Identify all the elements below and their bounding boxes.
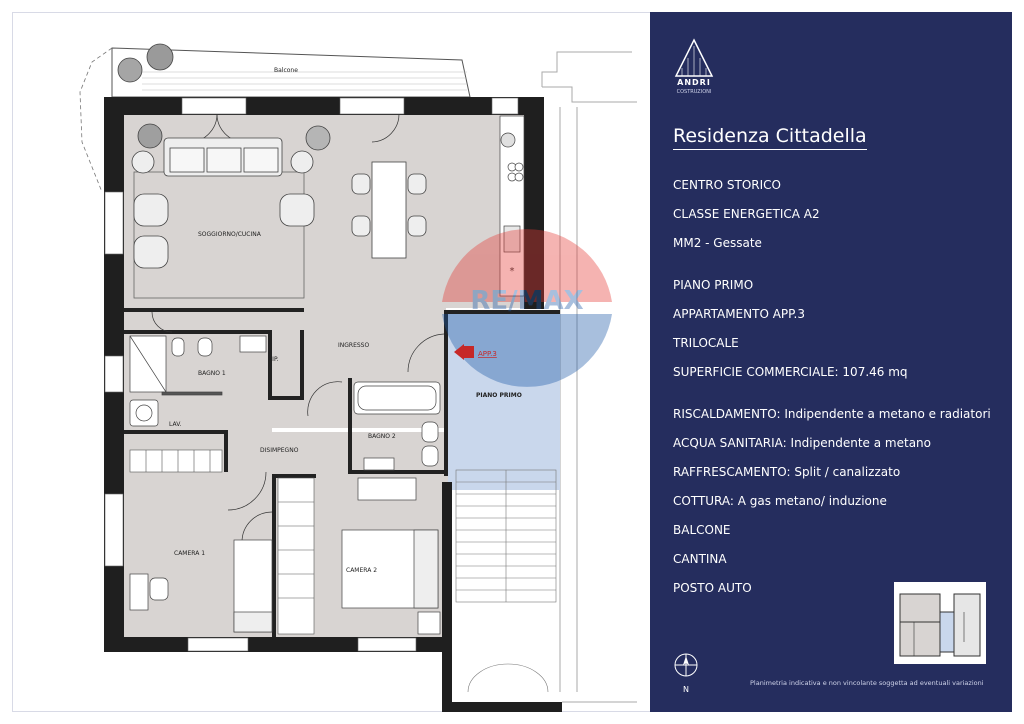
key-plan-thumbnail <box>894 582 986 664</box>
info-metro: MM2 - Gessate <box>673 236 762 250</box>
living-furniture <box>131 123 427 269</box>
svg-text:RE/MAX: RE/MAX <box>470 286 583 316</box>
label-bedroom1: CAMERA 1 <box>174 550 205 557</box>
info-panel: ANDRI COSTRUZIONI Residenza Cittadella C… <box>650 12 1012 712</box>
label-hall: DISIMPEGNO <box>260 447 299 454</box>
info-floor: PIANO PRIMO <box>673 278 754 292</box>
label-entrance: INGRESSO <box>338 342 369 349</box>
north-arrow-icon: N <box>674 653 698 694</box>
kitchen: * <box>499 115 525 297</box>
bedroom-furniture <box>129 477 441 635</box>
info-heating: RISCALDAMENTO: Indipendente a metano e r… <box>673 407 991 421</box>
interior-walls <box>124 308 560 637</box>
page-title: Residenza Cittadella <box>673 125 867 150</box>
info-surface: SUPERFICIE COMMERCIALE: 107.46 mq <box>673 365 908 379</box>
apartment-tag: APP.3 <box>454 344 497 360</box>
label-bath2: BAGNO 2 <box>368 433 396 440</box>
info-hot-water: ACQUA SANITARIA: Indipendente a metano <box>673 436 931 450</box>
info-energy-class: CLASSE ENERGETICA A2 <box>673 207 820 221</box>
info-parking: POSTO AUTO <box>673 581 752 595</box>
info-cooking: COTTURA: A gas metano/ induzione <box>673 494 887 508</box>
label-living: SOGGIORNO/CUCINA <box>198 231 262 238</box>
north-label: N <box>683 685 689 694</box>
disclaimer: Planimetria indicativa e non vincolante … <box>750 679 984 687</box>
label-bedroom2: CAMERA 2 <box>346 567 377 574</box>
balcony-area: Balcone <box>79 43 471 193</box>
info-cellar: CANTINA <box>673 552 727 566</box>
svg-text:APP.3: APP.3 <box>478 350 497 358</box>
svg-text:*: * <box>510 266 515 277</box>
staircase <box>455 469 557 693</box>
info-balcony: BALCONE <box>673 523 731 537</box>
wardrobes <box>129 449 315 635</box>
info-rooms: TRILOCALE <box>673 336 739 350</box>
brand-logo: ANDRI COSTRUZIONI <box>673 38 715 98</box>
floor-plan: Balcone <box>79 43 637 712</box>
label-storage: RIP. <box>268 356 279 363</box>
label-floor: PIANO PRIMO <box>476 392 522 399</box>
brand-name: ANDRI <box>677 78 711 87</box>
brand-subtitle: COSTRUZIONI <box>676 89 712 95</box>
landing-highlight <box>448 310 560 490</box>
label-laundry: LAV. <box>169 421 182 428</box>
info-cooling: RAFFRESCAMENTO: Split / canalizzato <box>673 465 901 479</box>
label-bath1: BAGNO 1 <box>198 370 226 377</box>
info-location: CENTRO STORICO <box>673 178 781 192</box>
bathroom1-fixtures <box>129 335 267 427</box>
triangle-logo-icon <box>674 38 714 77</box>
info-apartment: APPARTAMENTO APP.3 <box>673 307 805 321</box>
balcony-label: Balcone <box>274 67 298 74</box>
remax-watermark: RE/MAX <box>442 229 612 387</box>
bathroom2-fixtures <box>353 381 441 471</box>
